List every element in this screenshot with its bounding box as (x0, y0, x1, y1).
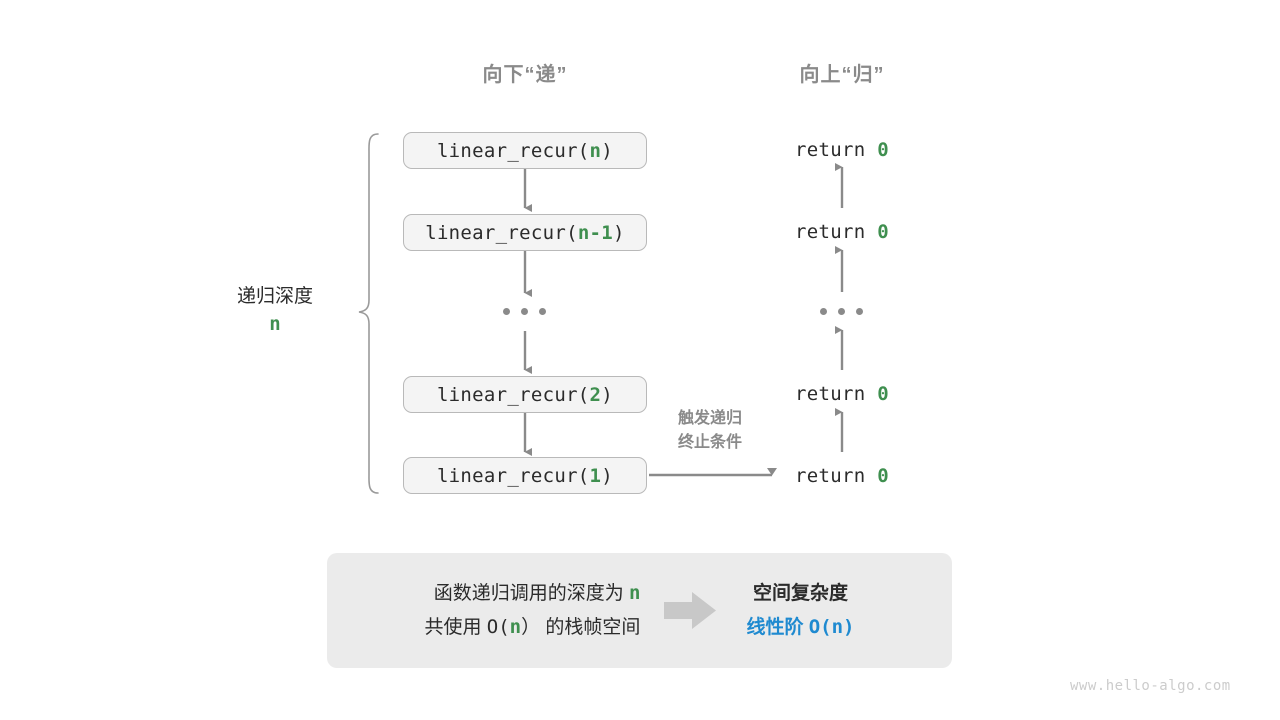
summary-result-title: 空间复杂度 (752, 583, 848, 605)
return-value: 0 (877, 221, 889, 243)
call-frame-box[interactable]: linear_recur(1) (403, 457, 647, 494)
return-keyword: return (795, 465, 866, 487)
fat-right-arrow-icon (664, 591, 717, 629)
call-frame-suffix: ) (601, 383, 614, 406)
dot (503, 308, 510, 315)
call-frame-arg: n-1 (577, 221, 614, 244)
recursion-depth-annotation: 递归深度 n (195, 283, 355, 338)
summary-result: 空间复杂度 线性阶 O(n) (746, 577, 854, 644)
call-frame-suffix: ) (613, 221, 625, 244)
call-frame-arg: 2 (589, 383, 602, 406)
dot (856, 308, 863, 315)
call-frame-arg: n (589, 139, 602, 162)
call-frame-suffix: ) (601, 464, 614, 487)
return-keyword: return (795, 221, 866, 243)
call-frame-prefix: linear_recur( (436, 464, 590, 487)
return-keyword: return (795, 383, 866, 405)
summary-description: 函数递归调用的深度为 n 共使用 O(n） 的栈帧空间 (424, 577, 640, 644)
dot (539, 308, 546, 315)
recursion-depth-value: n (269, 312, 281, 335)
dot (838, 308, 845, 315)
summary-line-2: 共使用 O(n） 的栈帧空间 (424, 611, 640, 644)
recursion-depth-label: 递归深度 (236, 286, 313, 307)
return-statement: return 0 (742, 221, 942, 243)
summary-line-2-pre: 共使用 (424, 616, 482, 638)
return-statement: return 0 (742, 139, 942, 161)
ellipsis-dots (820, 308, 863, 315)
call-frame-box[interactable]: linear_recur(2) (403, 376, 647, 413)
summary-line-2-bigo-open: O( (486, 615, 510, 638)
summary-line-2-var: n (509, 615, 522, 638)
summary-line-2-post: 的栈帧空间 (545, 616, 641, 638)
summary-line-1-var: n (628, 582, 641, 605)
call-frame-prefix: linear_recur( (436, 383, 590, 406)
return-statement: return 0 (742, 465, 942, 487)
call-stack-ellipsis-icon (503, 308, 546, 315)
call-frame-box[interactable]: linear_recur(n-1) (403, 214, 647, 251)
return-value: 0 (877, 383, 889, 405)
call-frame-prefix: linear_recur( (436, 139, 590, 162)
depth-brace-icon (358, 133, 379, 494)
call-frame-prefix: linear_recur( (425, 221, 578, 244)
call-frame-box[interactable]: linear_recur(n) (403, 132, 647, 169)
call-frame-suffix: ) (601, 139, 614, 162)
column-heading-down: 向下“递” (482, 64, 568, 86)
return-ellipsis-icon (820, 308, 863, 315)
call-frame-arg: 1 (589, 464, 602, 487)
dot (820, 308, 827, 315)
summary-result-notation: O(n) (808, 615, 855, 638)
return-value: 0 (877, 139, 889, 161)
base-case-note: 触发递归 终止条件 (645, 407, 775, 455)
summary-line-2-bigo-close: ） (521, 616, 541, 638)
summary-line-1-text: 函数递归调用的深度为 (433, 583, 624, 605)
summary-result-value: 线性阶 O(n) (746, 611, 854, 644)
return-value: 0 (877, 465, 889, 487)
summary-result-label: 线性阶 (746, 616, 804, 638)
base-case-note-line2: 终止条件 (677, 434, 742, 451)
complexity-summary-panel: 函数递归调用的深度为 n 共使用 O(n） 的栈帧空间 空间复杂度 线性阶 O(… (327, 553, 952, 668)
return-keyword: return (795, 139, 866, 161)
return-statement: return 0 (742, 383, 942, 405)
column-heading-up: 向上“归” (799, 64, 885, 86)
watermark: www.hello-algo.com (1070, 678, 1231, 694)
ellipsis-dots (503, 308, 546, 315)
summary-line-1: 函数递归调用的深度为 n (424, 577, 641, 610)
dot (521, 308, 528, 315)
base-case-note-line1: 触发递归 (677, 410, 742, 427)
